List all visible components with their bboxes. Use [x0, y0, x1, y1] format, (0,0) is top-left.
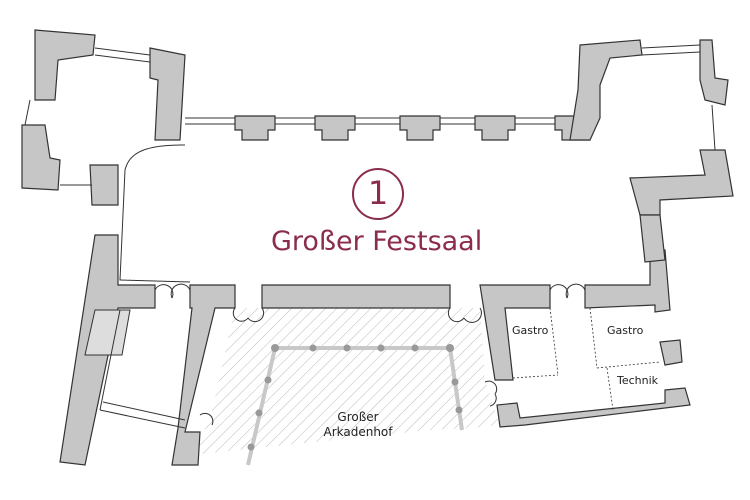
courtyard-label-line2: Arkadenhof: [323, 425, 393, 439]
room-label-gastro-2[interactable]: Gastro: [607, 324, 644, 337]
route-path: [246, 344, 464, 466]
doors: [154, 283, 586, 426]
courtyard-area: [190, 308, 500, 455]
hall-title[interactable]: Großer Festsaal: [271, 226, 483, 257]
hall-number-badge: 1: [352, 168, 404, 220]
top-wall: [185, 115, 591, 141]
room-label-technik[interactable]: Technik: [617, 374, 659, 387]
right-tower: [569, 39, 734, 216]
courtyard-label-line1: Großer: [337, 410, 379, 424]
left-tower: [21, 29, 191, 283]
left-wing: [59, 234, 236, 466]
courtyard-label[interactable]: Großer Arkadenhof: [318, 410, 398, 440]
hall-south-wall: [261, 284, 451, 309]
room-label-gastro-1[interactable]: Gastro: [512, 324, 549, 337]
right-wing: [479, 214, 691, 428]
